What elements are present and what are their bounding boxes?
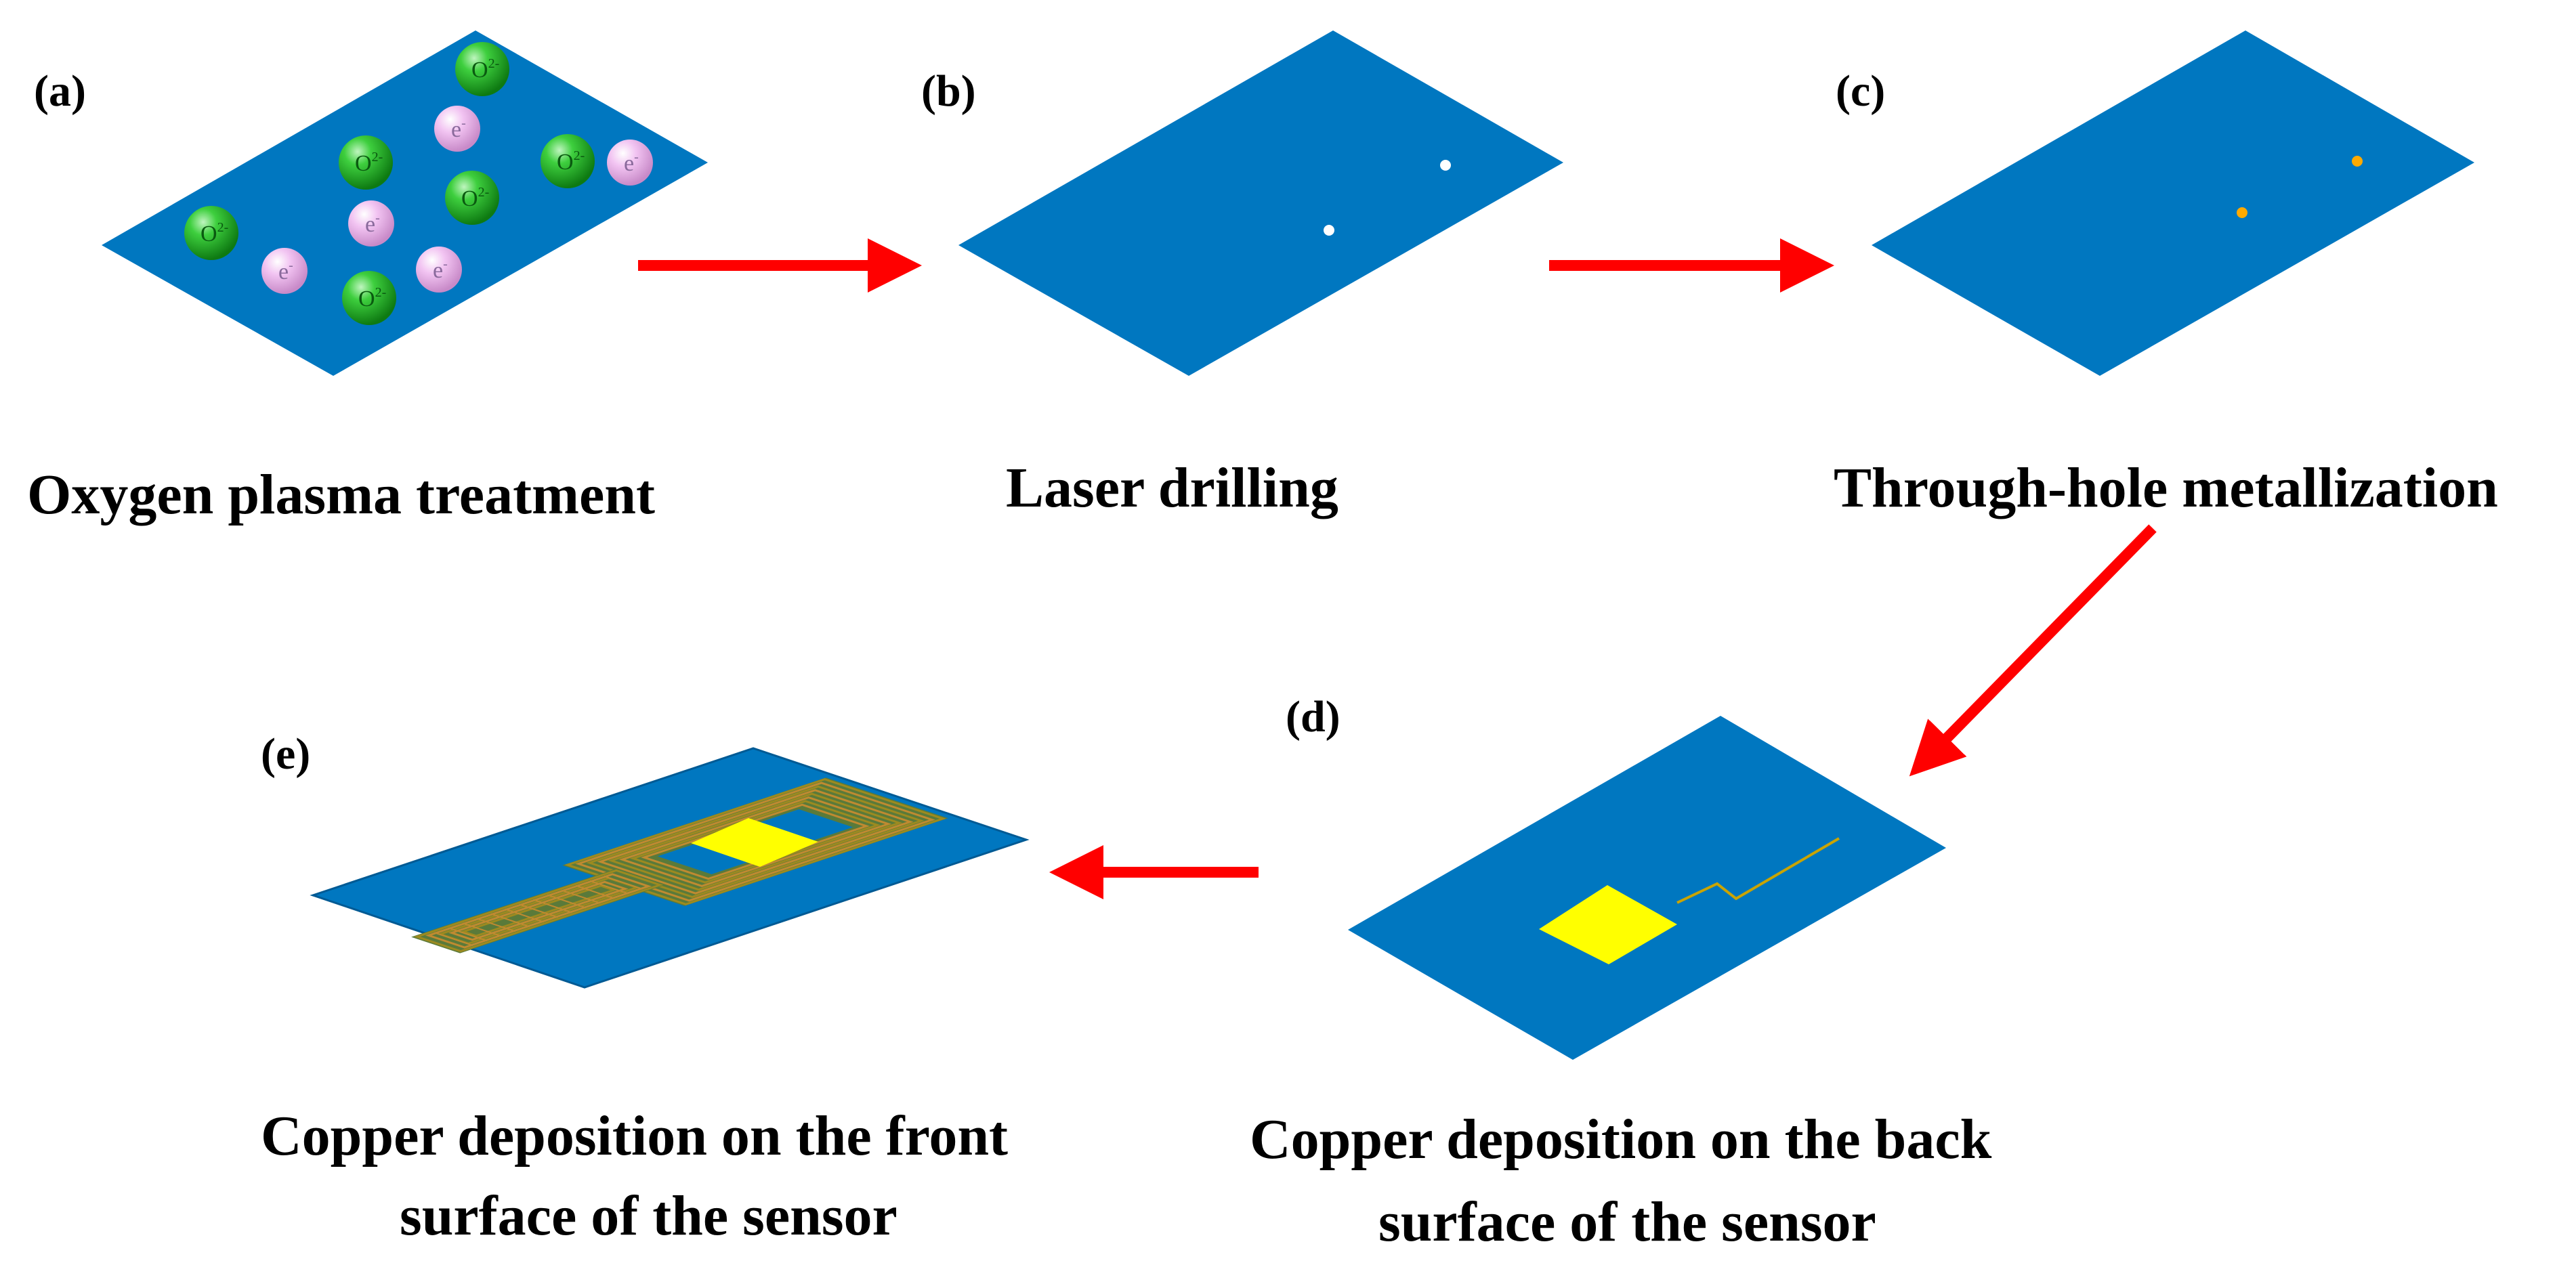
ion-charge: 2- — [375, 285, 387, 300]
caption-b: Laser drilling — [1006, 456, 1338, 519]
small-coil-finger — [561, 889, 601, 904]
electron: e- — [434, 106, 480, 152]
caption-e-line-2: surface of the sensor — [400, 1184, 898, 1247]
electron-sphere — [261, 248, 308, 294]
metallized-via — [2352, 156, 2363, 167]
oxygen-ion: O2- — [342, 271, 396, 325]
electron-sphere — [607, 140, 653, 186]
metallized-via — [2237, 207, 2247, 218]
electron: e- — [348, 200, 394, 247]
substrate-c — [1872, 30, 2474, 376]
small-coil-trace — [413, 869, 664, 953]
caption-e-line-1: Copper deposition on the front — [261, 1105, 1008, 1167]
small-coil-trace — [460, 884, 617, 937]
panel-label-b: (b) — [921, 66, 976, 116]
electron-sphere — [348, 200, 394, 247]
ion-charge: 2- — [574, 148, 585, 163]
oxygen-ion-sphere — [342, 271, 396, 325]
oxygen-ion-sphere — [339, 135, 393, 190]
ion-charge: - — [634, 150, 639, 165]
ion-charge: 2- — [488, 56, 500, 71]
ion-charge: 2- — [478, 185, 490, 200]
panel-label-c: (c) — [1836, 66, 1885, 116]
panel-label-e: (e) — [261, 729, 310, 779]
small-coil-finger — [519, 903, 558, 918]
ion-charge: 2- — [372, 150, 383, 165]
electron-sphere — [416, 247, 462, 293]
copper-trace-back — [1676, 837, 1840, 904]
substrate-d — [1348, 716, 1946, 1060]
small-coil-finger — [448, 927, 488, 942]
panel-a: (a) O2- e- O2- O2- e- O2- e- O2- e-e- O2- Oxygen … — [27, 30, 708, 526]
small-coil-trace — [448, 880, 629, 941]
caption-a: Oxygen plasma treatment — [27, 463, 655, 526]
coil-trace — [597, 789, 914, 895]
caption-d-line-2: surface of the sensor — [1378, 1191, 1876, 1253]
small-coil-finger — [547, 894, 587, 909]
electron: e- — [607, 140, 653, 186]
ion-charge: - — [375, 211, 380, 226]
oxygen-ion-sphere — [541, 134, 595, 188]
panel-c: (c) Through-hole metallization — [1834, 30, 2498, 519]
oxygen-ion: O2- — [445, 171, 499, 225]
caption-d-line-1: Copper deposition on the back — [1250, 1108, 1992, 1171]
drilled-hole — [1440, 160, 1451, 171]
oxygen-ion-sphere — [445, 171, 499, 225]
oxygen-ion: O2- — [455, 42, 509, 96]
small-coil-finger — [490, 913, 530, 928]
copper-pad-back — [1539, 885, 1677, 964]
coil-trace — [618, 796, 892, 887]
small-coil-finger — [589, 880, 629, 895]
arrow-c-to-d — [1909, 524, 2157, 777]
front-coil-small — [411, 868, 666, 953]
electron: e- — [261, 248, 308, 294]
ion-layer: O2- e- O2- O2- e- O2- e- O2- e-e- O2- — [184, 42, 653, 325]
caption-c: Through-hole metallization — [1834, 456, 2498, 519]
panel-label-d: (d) — [1286, 692, 1340, 742]
oxygen-ion-sphere — [184, 206, 238, 260]
small-coil-finger — [575, 884, 615, 899]
oxygen-ion: O2- — [184, 206, 238, 260]
substrate-b — [958, 30, 1563, 376]
flow-arrows — [638, 238, 2157, 899]
electron: e- — [416, 247, 462, 293]
panel-label-a: (a) — [34, 66, 86, 116]
small-coil-finger — [604, 875, 643, 890]
oxygen-ion: O2- — [339, 135, 393, 190]
ion-charge: 2- — [217, 220, 229, 235]
panel-d: (d) Copper deposition on the back surfac… — [1250, 692, 1992, 1253]
small-coil-finger — [462, 922, 502, 937]
copper-pad-front — [691, 818, 818, 867]
electron-sphere — [434, 106, 480, 152]
small-coil-finger — [434, 932, 473, 947]
small-coil-finger — [505, 908, 544, 923]
small-coil-trace — [425, 873, 652, 949]
panel-e: (e) Copper deposition on the front surfa… — [261, 729, 1030, 1247]
oxygen-ion: O2- — [541, 134, 595, 188]
panel-b: (b) Laser drilling — [921, 30, 1563, 519]
ion-charge: - — [289, 258, 293, 273]
substrate-a — [102, 30, 708, 376]
ion-charge: - — [443, 257, 448, 272]
oxygen-ion-sphere — [455, 42, 509, 96]
coil-trace — [608, 792, 903, 891]
drilled-hole — [1324, 225, 1334, 236]
small-coil-finger — [476, 918, 516, 933]
ion-charge: - — [461, 116, 466, 131]
small-coil-finger — [533, 899, 572, 914]
